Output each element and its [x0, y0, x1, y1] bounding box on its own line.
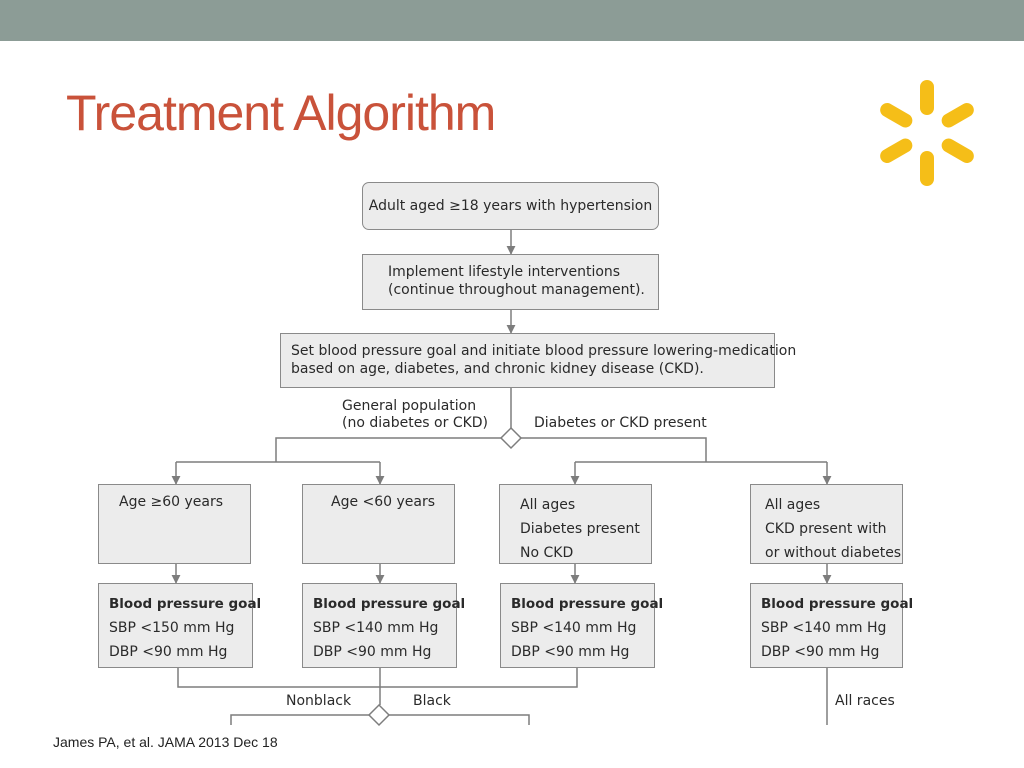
connector-general-branch: [275, 437, 501, 462]
group-box-diabetes: All ages Diabetes present No CKD: [499, 484, 652, 564]
group-box-age-under-60: Age <60 years: [302, 484, 455, 564]
group-box-ckd: All ages CKD present with or without dia…: [750, 484, 903, 564]
spark-icon: [880, 80, 974, 186]
branch-label-general: General population (no diabetes or CKD): [342, 398, 489, 431]
bp-goal-box-1: Blood pressure goal SBP <150 mm Hg DBP <…: [98, 583, 261, 668]
bp-goal-box-2: Blood pressure goal SBP <140 mm Hg DBP <…: [302, 583, 465, 668]
connector-goals-merge: [177, 668, 578, 688]
group-box-age-60-plus: Age ≥60 years: [98, 484, 251, 564]
connector-diabetes-branch: [521, 437, 707, 462]
bp-goal-box-4: Blood pressure goal SBP <140 mm Hg DBP <…: [750, 583, 913, 668]
top-banner: [0, 0, 1024, 41]
goal-setting-box: Set blood pressure goal and initiate blo…: [280, 333, 796, 388]
race-label-all: All races: [835, 693, 895, 709]
race-label-nonblack: Nonblack: [286, 693, 352, 709]
race-decision-diamond: [367, 703, 391, 727]
race-label-black: Black: [413, 693, 451, 709]
decision-diamond: [499, 426, 523, 450]
citation: James PA, et al. JAMA 2013 Dec 18: [53, 734, 278, 750]
slide-title: Treatment Algorithm: [66, 85, 496, 141]
branch-label-diabetes-ckd: Diabetes or CKD present: [534, 415, 707, 431]
lifestyle-box: Implement lifestyle interventions (conti…: [362, 254, 659, 310]
start-box: Adult aged ≥18 years with hypertension: [362, 182, 659, 230]
bp-goal-box-3: Blood pressure goal SBP <140 mm Hg DBP <…: [500, 583, 663, 668]
